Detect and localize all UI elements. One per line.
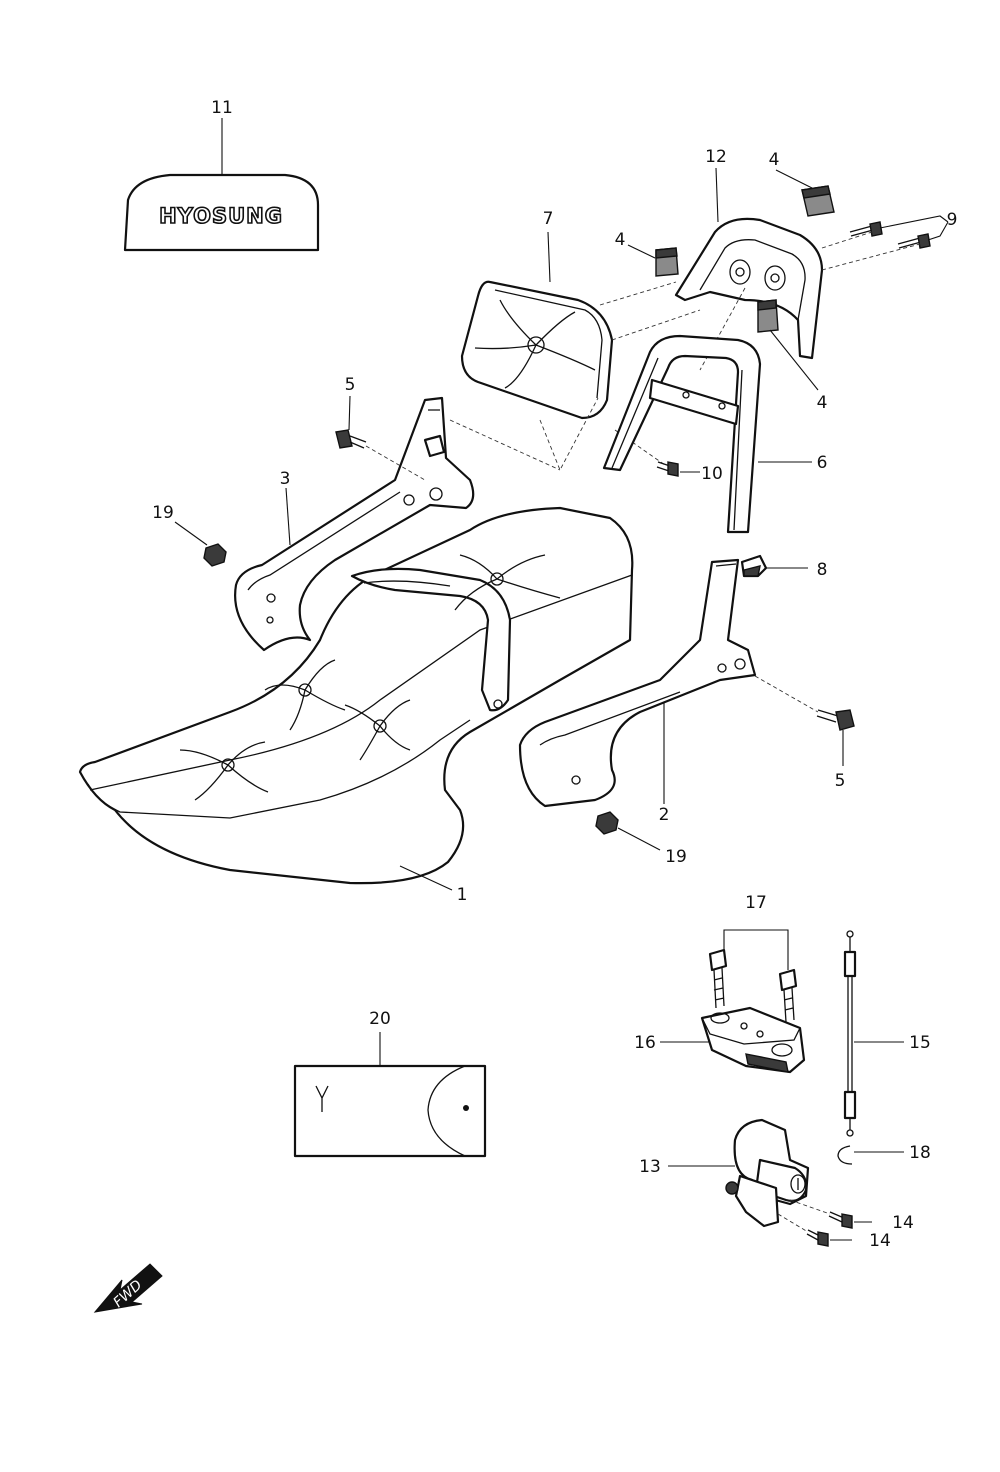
callout-1: 1 — [457, 885, 468, 905]
callout-16: 16 — [634, 1033, 656, 1053]
part-11-emblem: HYOSUNG — [123, 173, 320, 252]
callout-19b: 19 — [665, 847, 687, 867]
part-14-screws — [806, 1211, 853, 1247]
part-6-backrest-frame — [602, 334, 762, 534]
callout-5a: 5 — [345, 375, 356, 395]
part-4-spacer-right — [757, 299, 779, 333]
callout-5b: 5 — [835, 771, 846, 791]
part-19-nut-upper — [203, 543, 227, 567]
part-8-clip — [740, 554, 768, 578]
part-10-bolt — [656, 461, 679, 477]
callout-20: 20 — [369, 1009, 391, 1029]
part-15-cable — [843, 930, 857, 1137]
part-16-latch-base — [700, 1006, 806, 1074]
callout-6: 6 — [817, 453, 828, 473]
callout-18: 18 — [909, 1143, 931, 1163]
part-20-tool-envelope — [293, 1064, 487, 1158]
callout-15: 15 — [909, 1033, 931, 1053]
callout-14a: 14 — [892, 1213, 914, 1233]
callout-7: 7 — [543, 209, 554, 229]
part-5-bolt-lower — [816, 709, 855, 731]
part-5-bolt-upper — [335, 429, 367, 449]
callout-9: 9 — [947, 210, 958, 230]
emblem-text: HYOSUNG — [159, 204, 283, 228]
callout-12: 12 — [705, 147, 727, 167]
callout-8: 8 — [817, 560, 828, 580]
part-4-spacer-left — [655, 247, 679, 277]
part-17-bolts — [708, 948, 798, 1023]
callout-4a: 4 — [769, 150, 780, 170]
part-4-spacer-top — [801, 185, 835, 217]
callout-17: 17 — [745, 893, 767, 913]
part-7-backrest-pad — [460, 280, 614, 420]
fwd-direction-arrow: FWD — [93, 1263, 163, 1313]
callout-4c: 4 — [817, 393, 828, 413]
callout-11: 11 — [211, 98, 233, 118]
callout-3: 3 — [280, 469, 291, 489]
part-18-clip-ring — [837, 1145, 853, 1165]
callout-4b: 4 — [615, 230, 626, 250]
callout-2: 2 — [659, 805, 670, 825]
part-19-nut-lower — [595, 811, 619, 835]
part-1-seat — [78, 506, 634, 885]
part-2-right-side-bracket — [518, 558, 757, 808]
part-3-left-side-bracket — [234, 396, 475, 652]
callout-13: 13 — [639, 1157, 661, 1177]
part-13-seat-lock — [725, 1118, 810, 1228]
callout-10: 10 — [701, 464, 723, 484]
part-9-screws — [849, 221, 931, 249]
callout-19a: 19 — [152, 503, 174, 523]
callout-14b: 14 — [869, 1231, 891, 1251]
